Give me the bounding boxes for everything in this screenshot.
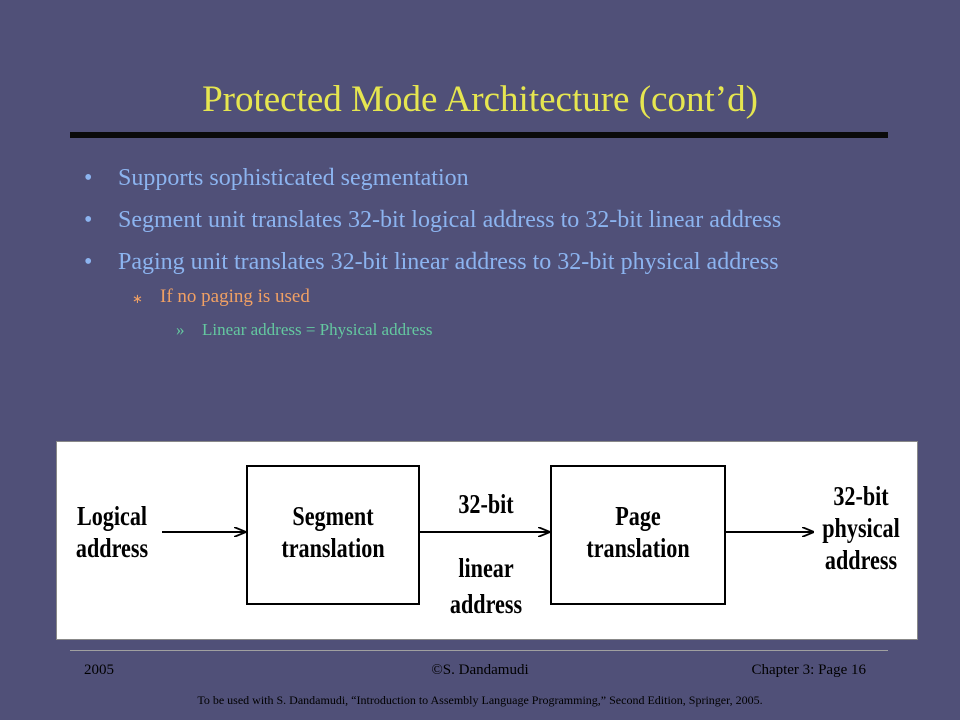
logical-address-line: Logical xyxy=(76,501,148,531)
footer-year: 2005 xyxy=(84,662,114,678)
bullet-item: • Paging unit translates 32-bit linear a… xyxy=(84,246,864,278)
author-name: S. Dandamudi xyxy=(442,662,529,678)
sub-bullet-item: ∗ If no paging is used xyxy=(84,284,864,310)
page-translation-line: Page xyxy=(615,501,661,531)
copyright-symbol: © xyxy=(431,662,443,678)
slide-title: Protected Mode Architecture (cont’d) xyxy=(202,79,758,120)
diagram-shapes xyxy=(162,465,919,605)
page-translation-line: translation xyxy=(586,533,690,563)
sub-sub-bullet-item: » Linear address = Physical address xyxy=(84,318,864,342)
sub-bullet-text: If no paging is used xyxy=(160,286,310,307)
bullet-text: Segment unit translates 32-bit logical a… xyxy=(118,207,782,233)
sub-bullet-marker: ∗ xyxy=(132,291,143,306)
address-translation-diagram: Logical address Segment translation 32-b… xyxy=(56,441,918,640)
bullet-list: • Supports sophisticated segmentation • … xyxy=(84,162,864,342)
physical-address-line: physical xyxy=(822,513,900,543)
linear-address-label: linear address xyxy=(438,550,535,622)
bullet-marker: • xyxy=(84,207,93,233)
footer-chapter-page: Chapter 3: Page 16 xyxy=(751,662,866,678)
footer-divider xyxy=(70,650,888,651)
bullet-item: • Supports sophisticated segmentation xyxy=(84,162,864,194)
physical-address-label: 32-bit physical address xyxy=(820,480,902,576)
physical-address-line: address xyxy=(824,545,898,575)
segment-translation-line: Segment xyxy=(292,501,374,531)
page-translation-box xyxy=(550,465,726,605)
sub-sub-bullet-text: Linear address = Physical address xyxy=(202,320,433,339)
segment-translation-box xyxy=(246,465,420,605)
bullet-marker: • xyxy=(84,249,93,275)
page-translation-label: Page translation xyxy=(580,500,696,564)
footer-author: ©S. Dandamudi xyxy=(0,661,960,679)
bullet-text: Supports sophisticated segmentation xyxy=(118,165,469,191)
linear-address-line: address xyxy=(449,589,523,619)
bullet-text: Paging unit translates 32-bit linear add… xyxy=(118,249,779,275)
linear-address-line: linear xyxy=(458,553,514,583)
footer-citation: To be used with S. Dandamudi, “Introduct… xyxy=(197,693,763,707)
segment-translation-label: Segment translation xyxy=(276,500,391,564)
segment-translation-line: translation xyxy=(281,533,385,563)
logical-address-line: address xyxy=(75,533,149,563)
physical-address-line: 32-bit xyxy=(833,481,889,511)
bullet-item: • Segment unit translates 32-bit logical… xyxy=(84,204,864,236)
logical-address-label: Logical address xyxy=(71,500,153,564)
bullet-marker: • xyxy=(84,165,93,191)
linear-bits-label: 32-bit xyxy=(458,489,514,519)
sub-sub-bullet-marker: » xyxy=(176,320,185,339)
title-divider xyxy=(70,132,888,138)
